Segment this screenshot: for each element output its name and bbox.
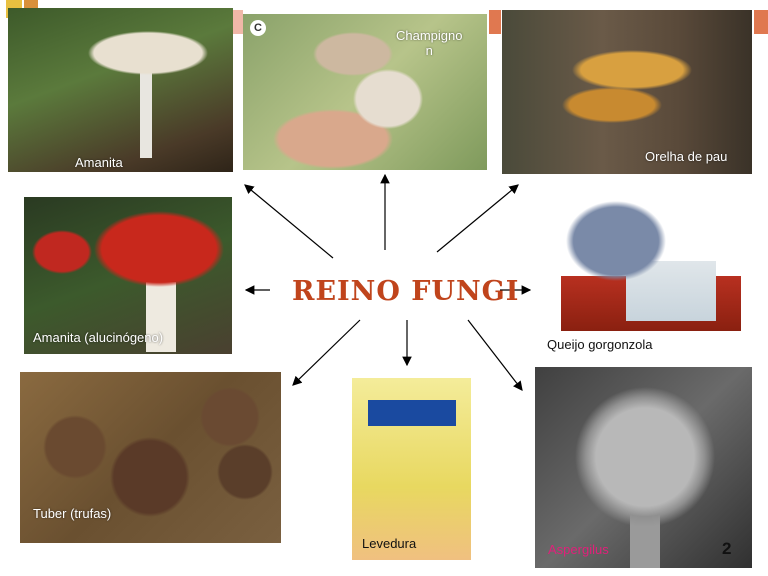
photo-label: Amanita [75,155,123,170]
photo-label: Queijo gorgonzola [547,337,653,352]
photo-label: Aspergilus [548,542,609,557]
photo-aspergilus: Aspergilus [535,367,752,568]
arrow [244,184,334,259]
decor-bar [754,10,768,34]
photo-amanita: Amanita [8,8,233,172]
arrow [467,319,523,391]
copyright-icon: C [250,20,266,36]
decor-bar [233,10,243,34]
photo-tuber: Tuber (trufas) [20,372,281,543]
photo-champignon: C Champigno n [243,14,487,170]
photo-levedura: Levedura [352,378,471,560]
page-number: 2 [722,539,732,558]
photo-label: Levedura [362,536,417,551]
slide-title: REINO FUNGI [292,276,520,307]
photo-orelha-de-pau: Orelha de pau [502,10,752,174]
photo-label: Tuber (trufas) [33,506,112,521]
arrow [292,319,361,386]
photo-amanita-alucinogeno: Amanita (alucinógeno) [24,197,232,354]
photo-queijo-gorgonzola: Queijo gorgonzola [541,191,746,354]
photo-label: Orelha de pau [645,149,728,164]
photo-label: Champigno n [396,28,463,58]
arrow [436,184,519,253]
photo-label: Amanita (alucinógeno) [33,330,164,345]
decor-bar [489,10,501,34]
